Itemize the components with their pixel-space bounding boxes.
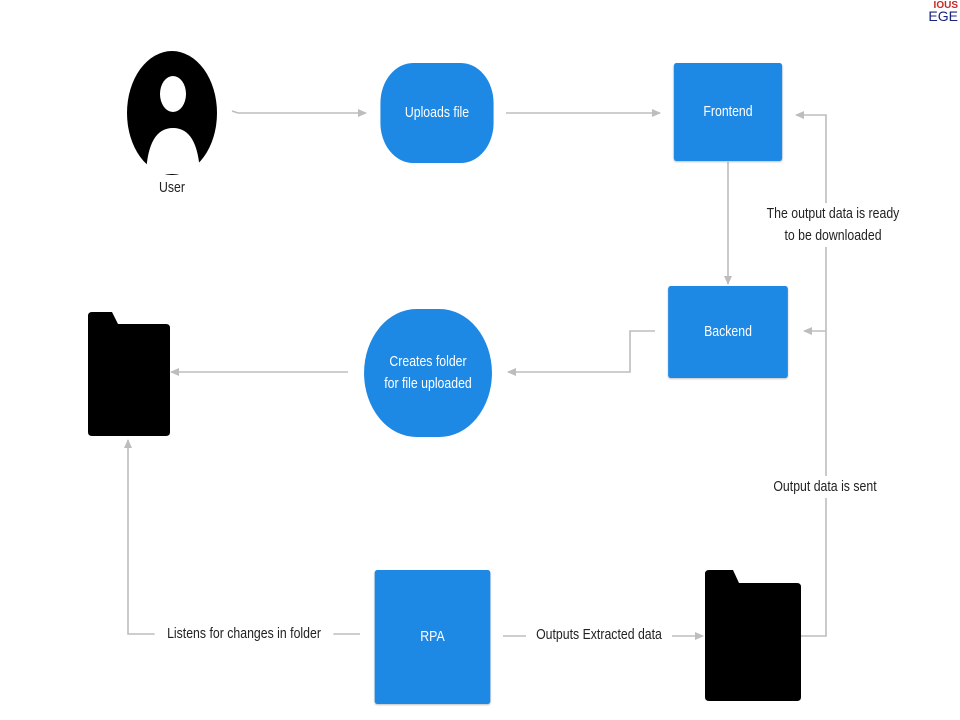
output-ready-label: The output data is ready to be downloade… xyxy=(755,203,911,247)
output-ready-line2: to be downloaded xyxy=(784,227,882,244)
listens-label: Listens for changes in folder xyxy=(154,623,334,645)
backend-node: Backend xyxy=(668,286,788,378)
creates-folder-node: Creates folder for file uploaded xyxy=(364,309,492,437)
college-logo-crop: IOUS EGE xyxy=(928,0,958,24)
uploads-file-label: Uploads file xyxy=(404,104,470,121)
frontend-label: Frontend xyxy=(703,103,753,120)
edge-folder-to-backend-frontend xyxy=(795,111,827,637)
edge-backend-to-creates xyxy=(507,330,655,376)
outputs-label: Outputs Extracted data xyxy=(526,624,672,646)
frontend-node: Frontend xyxy=(673,63,783,161)
logo-line2: EGE xyxy=(928,8,958,24)
rpa-node: RPA xyxy=(374,570,491,704)
user-label: User xyxy=(159,179,185,196)
edge-user-to-uploads xyxy=(231,109,367,117)
logo-line1: IOUS xyxy=(933,0,958,11)
output-sent-label: Output data is sent xyxy=(767,476,883,498)
user-icon xyxy=(127,51,217,175)
folder-icon-right xyxy=(705,570,801,701)
folder-icon-left xyxy=(88,312,170,436)
uploads-file-node: Uploads file xyxy=(380,63,494,163)
rpa-label: RPA xyxy=(420,628,445,645)
creates-folder-label-line2: for file uploaded xyxy=(384,375,472,392)
output-ready-line1: The output data is ready xyxy=(766,205,900,222)
edge-rpa-to-folder xyxy=(124,439,360,635)
creates-folder-label-line1: Creates folder xyxy=(389,353,467,370)
backend-label: Backend xyxy=(704,323,752,340)
